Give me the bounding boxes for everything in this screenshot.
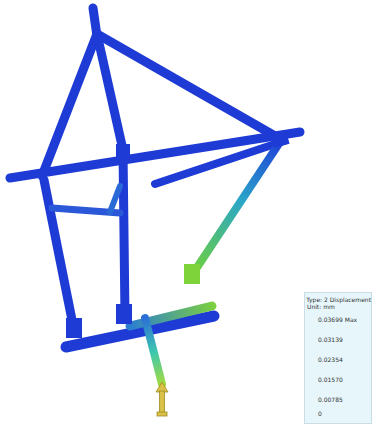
- scale-value: 0.03699 Max: [318, 316, 357, 323]
- legend-heading: Unit: mm: [307, 303, 335, 310]
- scale-value: 0.02354: [318, 356, 343, 363]
- legend-heading: Type: 2 Displacement: [306, 296, 371, 303]
- scale-value: 0.00785: [318, 396, 343, 403]
- scale-value: 0.03139: [318, 336, 343, 343]
- scale-value: 0: [318, 410, 322, 417]
- scale-value: 0.01570: [318, 376, 343, 383]
